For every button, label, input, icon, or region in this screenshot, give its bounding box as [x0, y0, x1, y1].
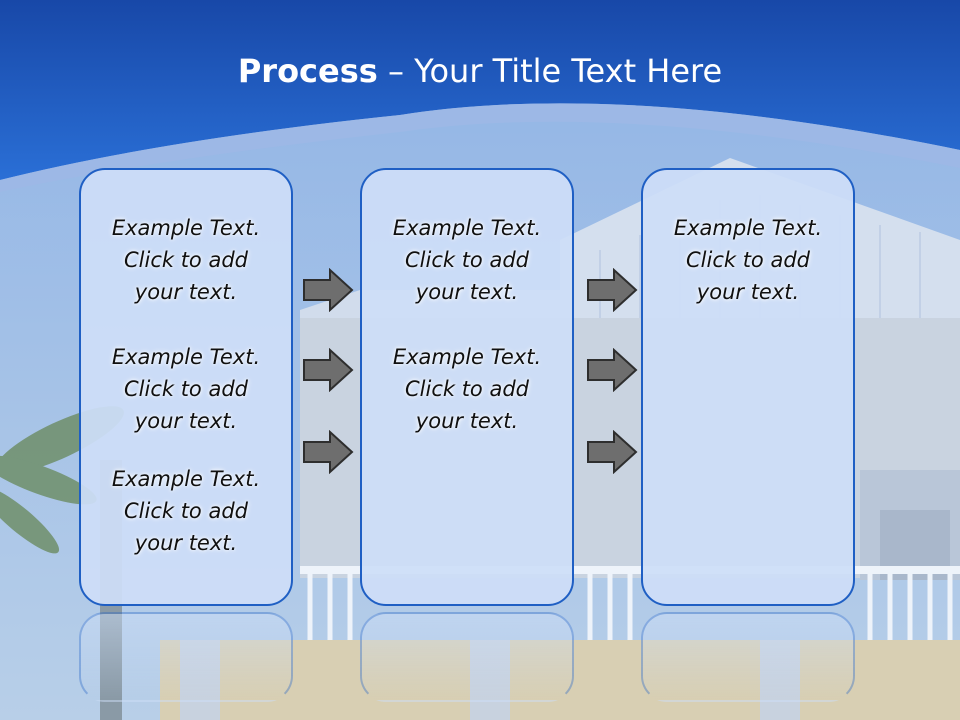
- box-1-reflection: [79, 612, 293, 702]
- process-box-1[interactable]: Example Text. Click to add your text. Ex…: [79, 168, 293, 606]
- text-line: your text.: [415, 280, 519, 304]
- text-line: Example Text.: [392, 216, 542, 240]
- text-line: Click to add: [123, 248, 248, 272]
- box-2-text-2[interactable]: Example Text. Click to add your text.: [362, 341, 572, 437]
- box-3-text-1[interactable]: Example Text. Click to add your text.: [643, 212, 853, 308]
- text-line: Click to add: [123, 499, 248, 523]
- box-1-text-1[interactable]: Example Text. Click to add your text.: [81, 212, 291, 308]
- text-line: your text.: [134, 531, 238, 555]
- arrow-right-icon[interactable]: [302, 268, 354, 312]
- text-line: Click to add: [404, 248, 529, 272]
- arrow-right-icon[interactable]: [586, 430, 638, 474]
- text-line: Click to add: [404, 377, 529, 401]
- box-2-text-1[interactable]: Example Text. Click to add your text.: [362, 212, 572, 308]
- arrow-right-icon[interactable]: [586, 348, 638, 392]
- slide-title[interactable]: Process – Your Title Text Here: [0, 52, 960, 90]
- text-line: Example Text.: [111, 216, 261, 240]
- text-line: Example Text.: [392, 345, 542, 369]
- text-line: Example Text.: [111, 345, 261, 369]
- box-2-reflection: [360, 612, 574, 702]
- title-bold: Process: [237, 52, 378, 90]
- text-line: Click to add: [685, 248, 810, 272]
- process-box-3[interactable]: Example Text. Click to add your text.: [641, 168, 855, 606]
- box-3-reflection: [641, 612, 855, 702]
- arrow-right-icon[interactable]: [586, 268, 638, 312]
- text-line: your text.: [134, 280, 238, 304]
- text-line: Click to add: [123, 377, 248, 401]
- text-line: Example Text.: [673, 216, 823, 240]
- text-line: your text.: [696, 280, 800, 304]
- process-box-2[interactable]: Example Text. Click to add your text. Ex…: [360, 168, 574, 606]
- arrow-right-icon[interactable]: [302, 348, 354, 392]
- text-line: your text.: [134, 409, 238, 433]
- text-line: your text.: [415, 409, 519, 433]
- arrow-right-icon[interactable]: [302, 430, 354, 474]
- title-rest: – Your Title Text Here: [377, 52, 723, 90]
- text-line: Example Text.: [111, 467, 261, 491]
- box-1-text-3[interactable]: Example Text. Click to add your text.: [81, 463, 291, 559]
- box-1-text-2[interactable]: Example Text. Click to add your text.: [81, 341, 291, 437]
